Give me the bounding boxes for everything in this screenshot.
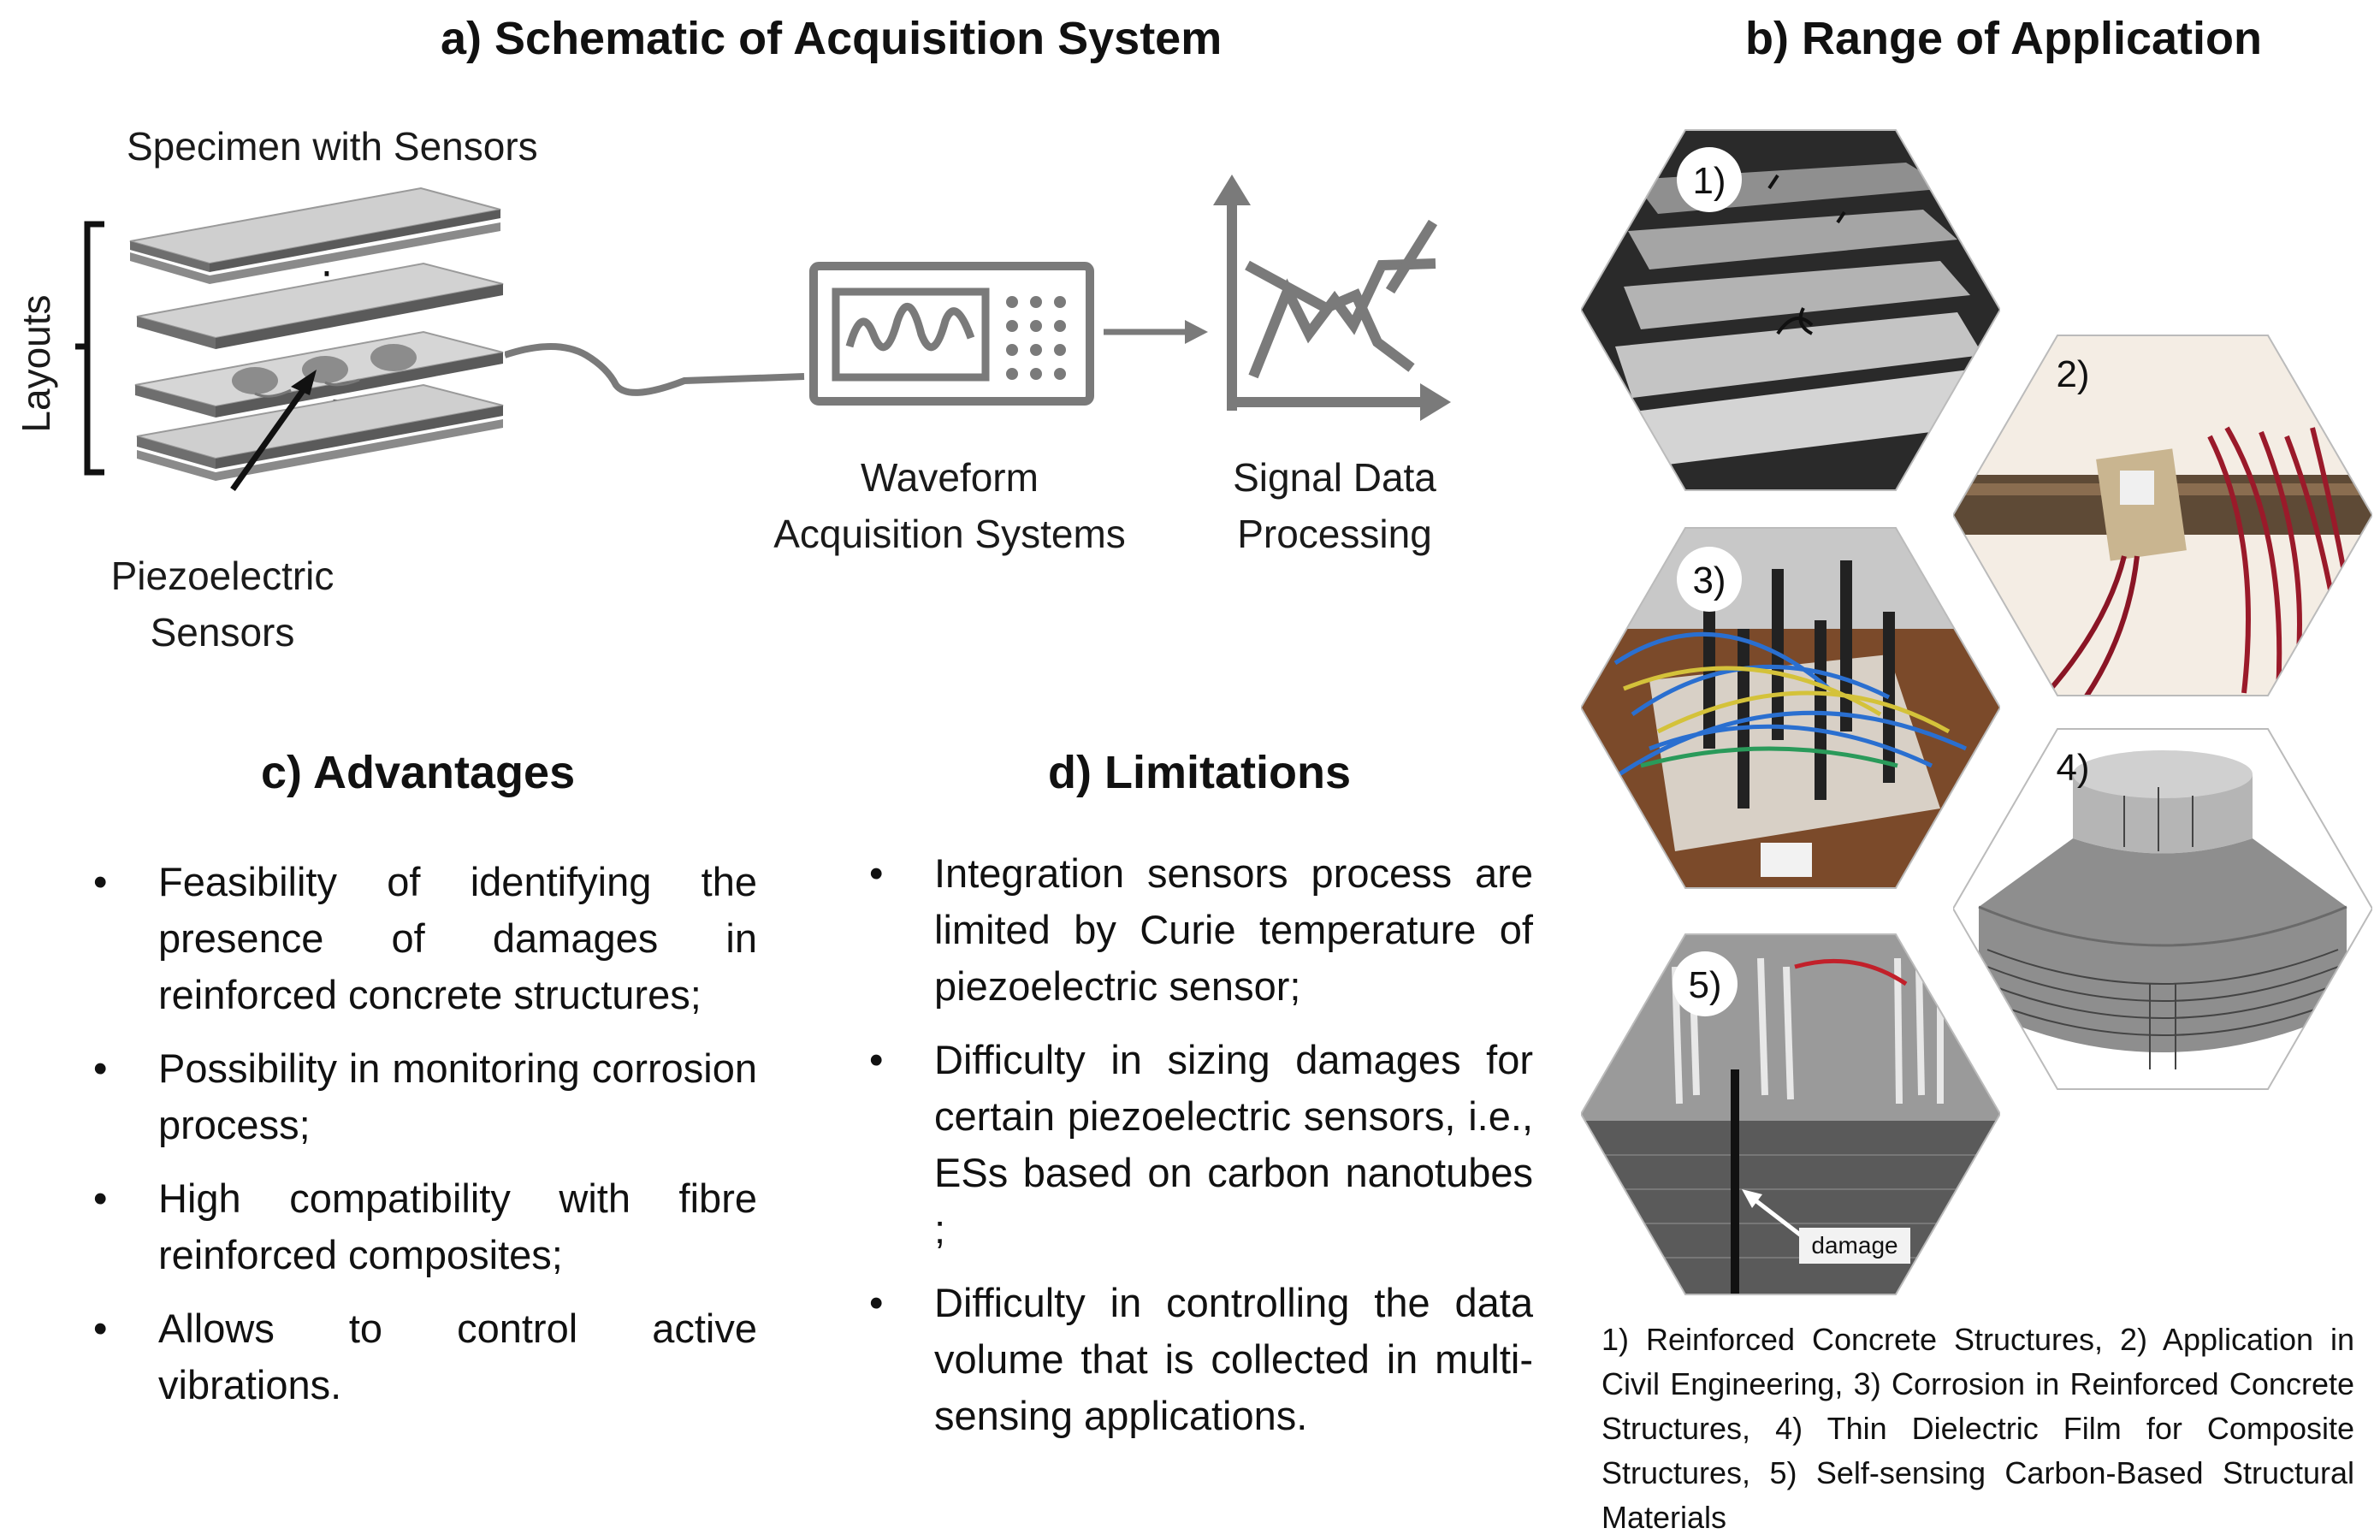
photo-2-number: 2) [2056, 353, 2089, 395]
specimen-label: Specimen with Sensors [127, 124, 538, 169]
signal-processing-label: Signal Data Processing [1189, 449, 1480, 562]
waveform-label: Waveform Acquisition Systems [744, 449, 1155, 562]
photo-1-number: 1) [1692, 160, 1726, 202]
limitations-list: •Integration sensors process are limited… [869, 845, 1533, 1461]
sensor-pointer-arrow [230, 381, 311, 492]
process-arrow-icon [1104, 320, 1208, 344]
piezo-sensors-label: Piezoelectric Sensors [86, 548, 359, 660]
piezo-disc-3 [370, 344, 417, 371]
application-photo-2: 2) [1953, 335, 2372, 696]
advantage-item: •Allows to control active vibrations. [93, 1306, 757, 1407]
waveform-label-line1: Waveform [861, 455, 1039, 500]
panel-c-title: c) Advantages [261, 747, 576, 798]
signal-cable [505, 343, 805, 396]
advantage-item: •High compatibility with fibre reinforce… [93, 1176, 757, 1277]
panel-d-title: d) Limitations [1048, 747, 1351, 798]
layouts-bracket [75, 221, 104, 476]
photo-5-number: 5) [1688, 964, 1721, 1006]
advantage-item: •Possibility in monitoring corrosion pro… [93, 1045, 757, 1147]
panel-a-title: a) Schematic of Acquisition System [441, 13, 1223, 64]
application-photo-1: 1) [1581, 129, 2000, 491]
specimen-stack-illustration: ⋮ ⋮ [75, 187, 504, 492]
application-caption: 1) Reinforced Concrete Structures, 2) Ap… [1601, 1322, 2354, 1535]
plate-4 [136, 383, 504, 481]
piezo-sensors-label-line2: Sensors [150, 610, 295, 654]
signal-processing-label-line1: Signal Data [1233, 455, 1436, 500]
piezo-sensors-label-line1: Piezoelectric [110, 554, 335, 598]
photo-4-number: 4) [2056, 747, 2089, 789]
panel-b-title: b) Range of Application [1745, 13, 2262, 64]
oscilloscope-icon [809, 262, 1094, 406]
photo-3-number: 3) [1692, 560, 1726, 601]
damage-label: damage [1811, 1232, 1897, 1259]
signal-processing-label-line2: Processing [1237, 512, 1432, 556]
waveform-label-line2: Acquisition Systems [773, 512, 1126, 556]
advantages-list: •Feasibility of identifying the presence… [93, 854, 757, 1430]
application-photo-3: 3) [1581, 527, 2000, 889]
limitation-item: •Difficulty in controlling the data volu… [869, 1280, 1533, 1438]
plate-3-with-sensors [134, 330, 504, 418]
plate-2 [136, 262, 504, 349]
advantage-item: •Feasibility of identifying the presence… [93, 859, 757, 1017]
piezo-disc-1 [232, 367, 278, 394]
plate-1 [129, 187, 501, 284]
limitation-item: •Integration sensors process are limited… [869, 850, 1533, 1009]
signal-graph-icon [1213, 175, 1451, 421]
application-photo-4: 4) [1953, 728, 2372, 1090]
limitation-item: •Difficulty in sizing damages for certai… [869, 1037, 1533, 1252]
application-photo-5: damage 5) [1581, 933, 2000, 1295]
